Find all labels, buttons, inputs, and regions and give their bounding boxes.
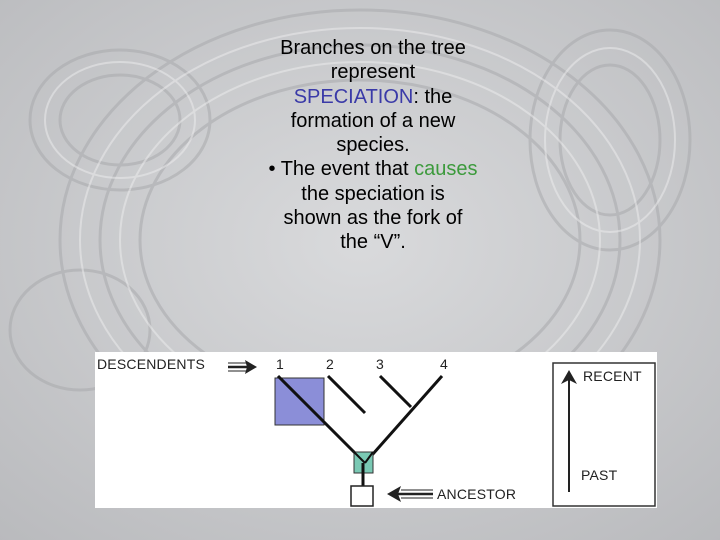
branch-4 bbox=[363, 375, 444, 464]
tree-graphic bbox=[228, 360, 656, 507]
text-line: the “V”. bbox=[340, 231, 406, 254]
ancestor-arrowhead bbox=[387, 486, 401, 502]
text-line: species. bbox=[336, 134, 410, 157]
branch-3 bbox=[378, 374, 413, 409]
ancestor-box bbox=[350, 485, 374, 507]
descendant-3-label: 3 bbox=[376, 356, 384, 372]
recent-label: RECENT bbox=[583, 368, 642, 384]
text-line: the speciation is bbox=[301, 182, 445, 205]
text-line: shown as the fork of bbox=[283, 207, 463, 230]
phylogeny-diagram: DESCENDENTS 1 2 3 4 ANCESTOR RECENT PAST bbox=[95, 352, 657, 508]
text-line: represent bbox=[330, 61, 416, 84]
branch-2 bbox=[326, 374, 367, 415]
descendant-4-label: 4 bbox=[440, 356, 448, 372]
speciation-term: SPECIATION bbox=[293, 85, 414, 108]
text-line: Branches on the tree bbox=[280, 37, 466, 59]
speciation-box bbox=[274, 377, 325, 426]
descendents-arrowhead bbox=[245, 360, 257, 374]
descendant-2-label: 2 bbox=[326, 356, 334, 372]
causes-term: causes bbox=[414, 158, 478, 181]
text-line: formation of a new bbox=[290, 109, 456, 132]
text-line: • The event that causes bbox=[268, 158, 478, 181]
time-arrowhead bbox=[561, 370, 577, 384]
branch-1 bbox=[276, 374, 367, 465]
slide-body-text: Branches on the tree represent SPECIATIO… bbox=[228, 36, 518, 255]
descendents-label: DESCENDENTS bbox=[97, 356, 205, 372]
text-line: SPECIATION: the bbox=[293, 85, 453, 108]
descendant-1-label: 1 bbox=[276, 356, 284, 372]
past-label: PAST bbox=[581, 467, 618, 483]
ancestor-label: ANCESTOR bbox=[437, 486, 517, 502]
